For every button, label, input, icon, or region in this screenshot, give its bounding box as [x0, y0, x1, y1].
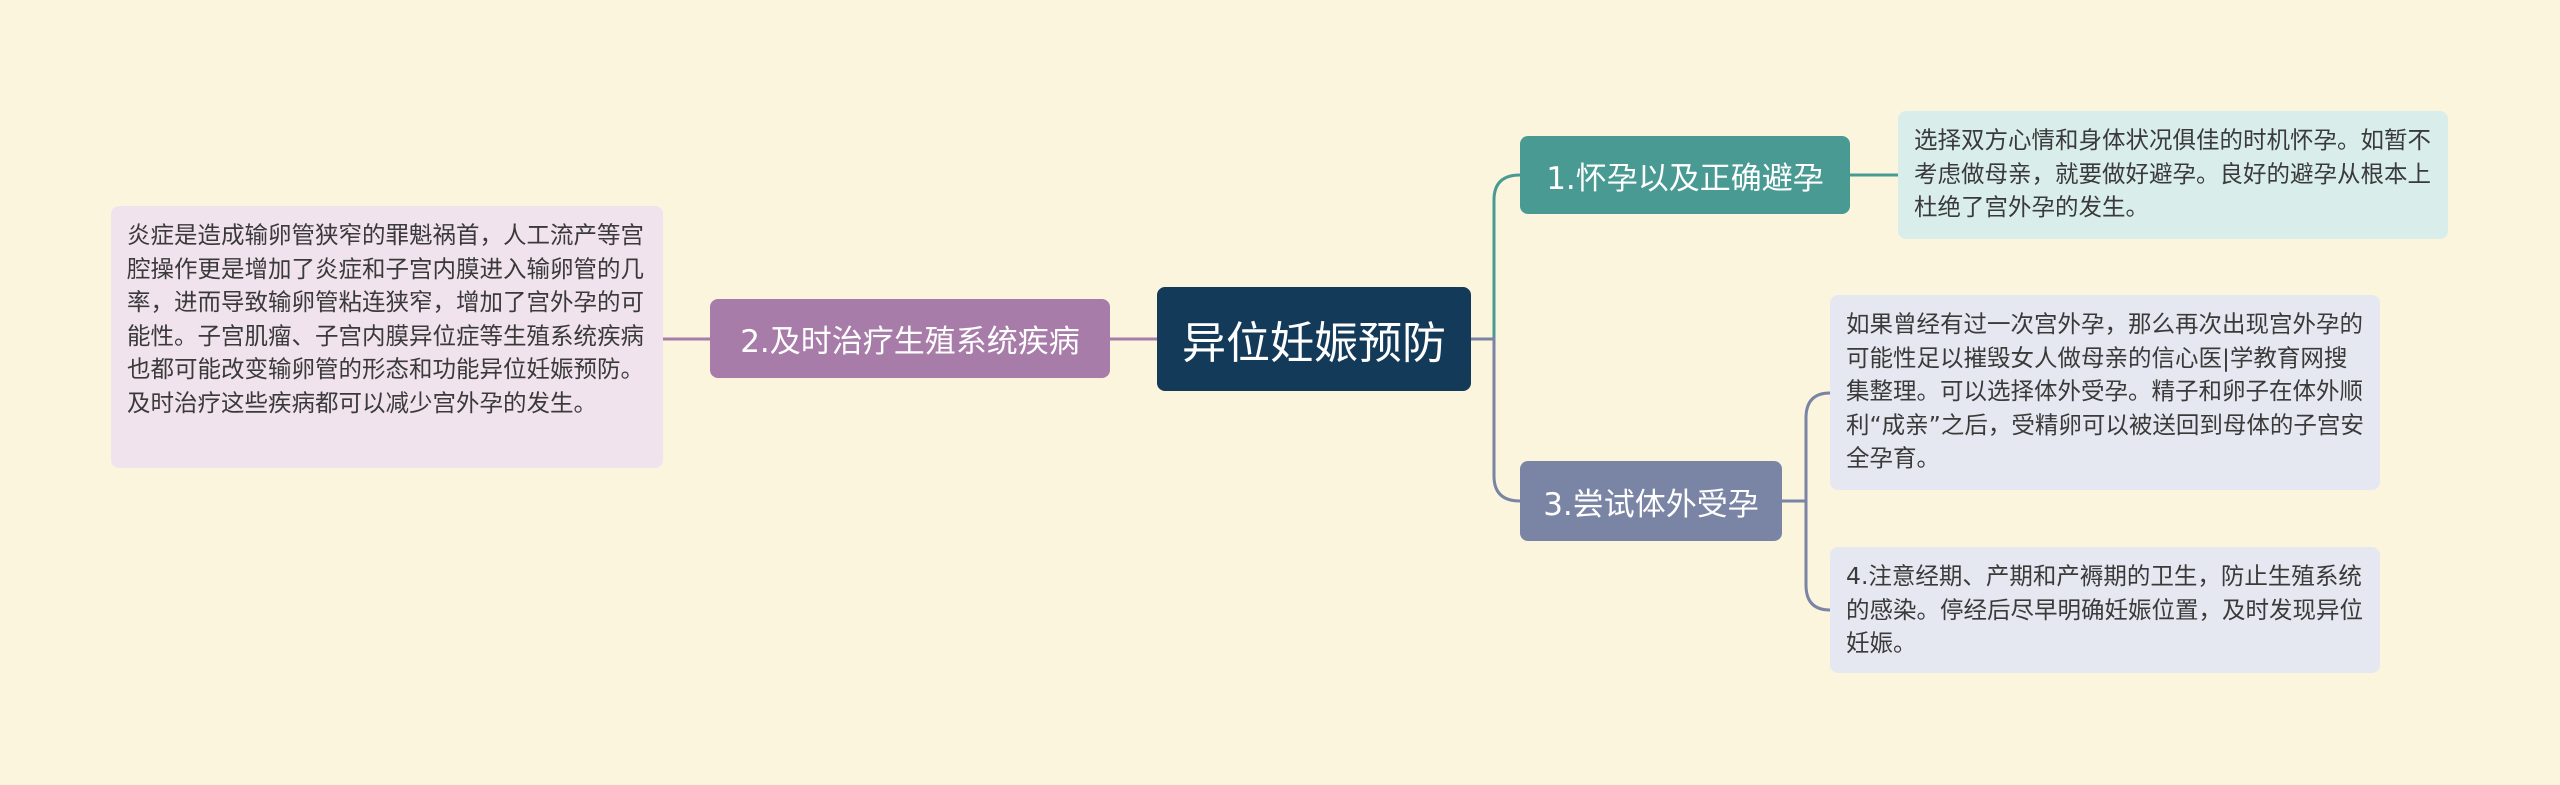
leaf-topic-3a[interactable]: 如果曾经有过一次宫外孕，那么再次出现宫外孕的可能性足以摧毁女人做母亲的信心医|学…: [1830, 295, 2380, 490]
root-topic[interactable]: 异位妊娠预防: [1157, 287, 1471, 391]
connector-branch3-leaf2: [1782, 499, 1831, 612]
branch-topic-3[interactable]: 3.尝试体外受孕: [1520, 461, 1782, 541]
connector-root-branch1: [1471, 173, 1521, 341]
leaf-topic-3b[interactable]: 4.注意经期、产期和产褥期的卫生，防止生殖系统的感染。停经后尽早明确妊娠位置，及…: [1830, 547, 2380, 673]
connector-root-branch3: [1471, 337, 1521, 503]
leaf-topic-1[interactable]: 选择双方心情和身体状况俱佳的时机怀孕。如暂不考虑做母亲，就要做好避孕。良好的避孕…: [1898, 111, 2448, 239]
branch-topic-1[interactable]: 1.怀孕以及正确避孕: [1520, 136, 1850, 214]
branch-topic-2[interactable]: 2.及时治疗生殖系统疾病: [710, 299, 1110, 378]
leaf-topic-2[interactable]: 炎症是造成输卵管狭窄的罪魁祸首，人工流产等宫腔操作更是增加了炎症和子宫内膜进入输…: [111, 206, 663, 468]
connector-branch3-leaf1: [1782, 391, 1831, 503]
